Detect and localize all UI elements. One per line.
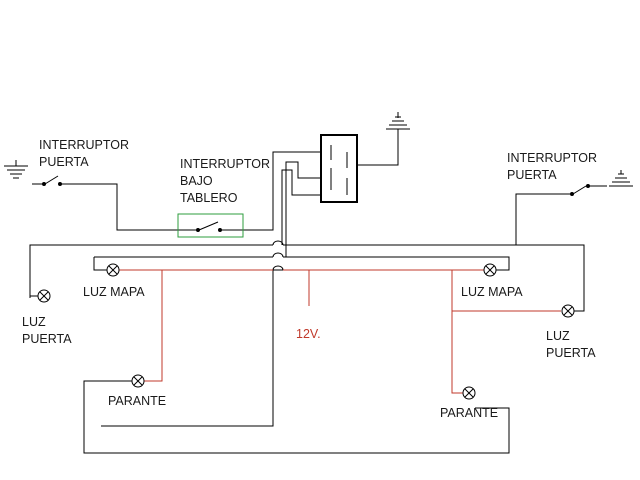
lamp-x-circle-icon	[561, 304, 575, 318]
ground-symbol-icon	[386, 112, 410, 130]
right-parking-label: PARANTE	[440, 406, 499, 420]
outer-bus-wire	[29, 244, 585, 312]
inner-bus-wire	[93, 256, 510, 271]
left-door-switch-wire	[60, 183, 190, 231]
label-line: INTERRUPTOR	[180, 157, 271, 171]
left-parking-label: PARANTE	[108, 394, 167, 408]
label-line: PUERTA	[39, 155, 89, 169]
positive-right-branch	[451, 270, 561, 394]
left-door-light-label: LUZ PUERTA	[22, 314, 72, 348]
lamp-x-circle-icon	[131, 374, 145, 388]
dash-switch-icon	[187, 221, 235, 232]
label-line: TABLERO	[180, 191, 238, 205]
ground-symbol-icon	[609, 170, 633, 187]
left-map-light-label: LUZ MAPA	[83, 285, 145, 299]
label-line: PUERTA	[22, 332, 72, 346]
dash-switch-box	[177, 213, 244, 238]
label-line: BAJO	[180, 174, 213, 188]
relay-ground-wire	[357, 129, 399, 166]
lamp-x-circle-icon	[483, 263, 497, 277]
label-line: LUZ	[22, 315, 46, 329]
label-line: PUERTA	[546, 346, 596, 360]
dash-switch-wire	[235, 151, 321, 231]
ground-symbol-icon	[4, 160, 28, 179]
label-line: LUZ	[546, 329, 570, 343]
right-map-light-label: LUZ MAPA	[461, 285, 523, 299]
relay-box-icon	[320, 134, 358, 203]
left-door-light-wire	[29, 290, 38, 297]
dash-switch-label: INTERRUPTOR BAJO TABLERO	[180, 156, 270, 207]
left-door-switch-label: INTERRUPTOR PUERTA	[39, 137, 129, 171]
right-door-switch-label: INTERRUPTOR PUERTA	[507, 150, 597, 184]
label-line: INTERRUPTOR	[507, 151, 598, 165]
supply-voltage-label: 12V.	[296, 327, 321, 341]
left-parante-return-wire	[101, 269, 283, 427]
bus-crossover-hop	[272, 240, 284, 271]
right-door-light-label: LUZ PUERTA	[546, 328, 596, 362]
lamp-x-circle-icon	[106, 263, 120, 277]
left-bottom-loop-wire	[83, 380, 510, 454]
relay-feed-wire-1	[281, 169, 321, 245]
label-line: INTERRUPTOR	[39, 138, 130, 152]
relay-feed-wire-2	[285, 161, 321, 257]
right-door-switch-wire	[515, 193, 570, 245]
positive-left-parante	[144, 270, 163, 382]
label-line: PUERTA	[507, 168, 557, 182]
lamp-x-circle-icon	[462, 386, 476, 400]
right-door-switch-icon	[570, 184, 590, 196]
left-door-switch-icon	[42, 175, 62, 186]
lamp-x-circle-icon	[37, 289, 51, 303]
